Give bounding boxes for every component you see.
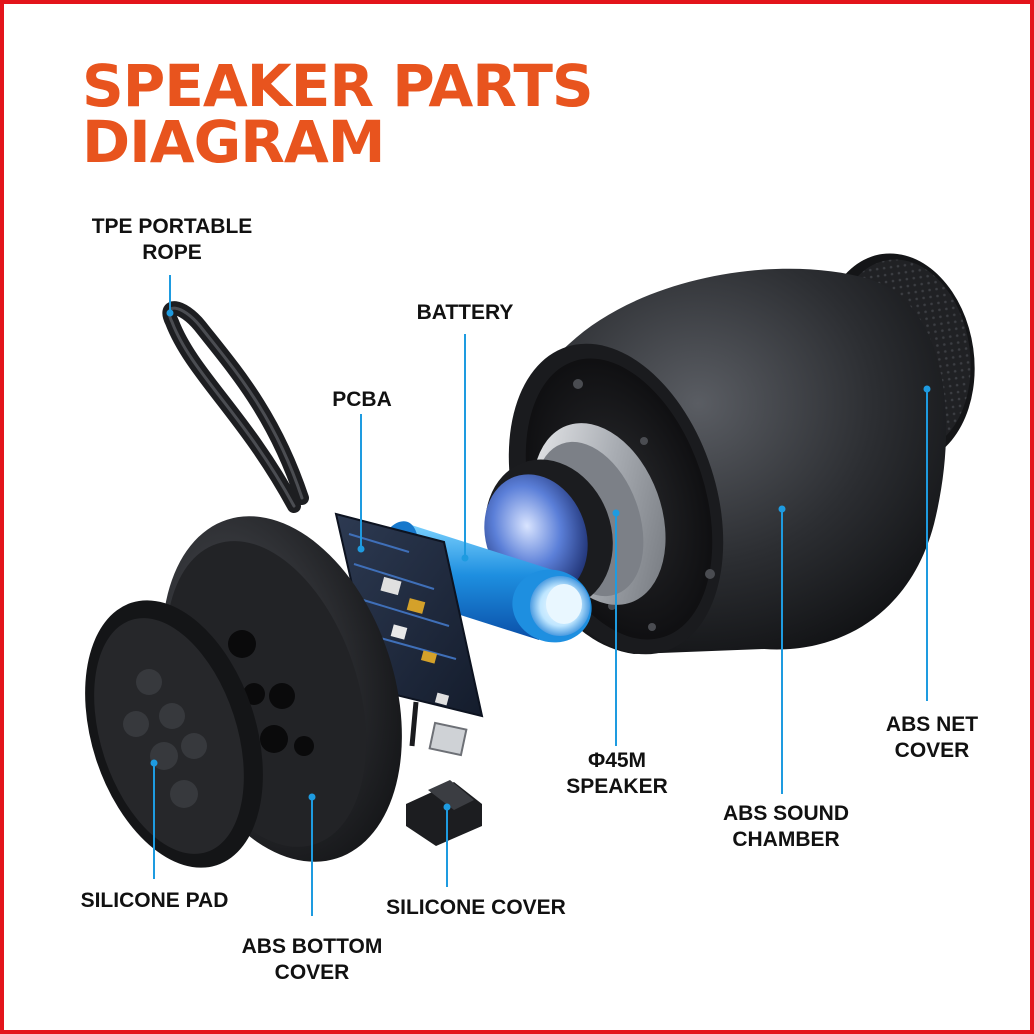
page-title: SPEAKER PARTS DIAGRAM [82, 52, 594, 176]
leader-dot-speaker [612, 509, 620, 517]
label-tpe-portable-rope: TPE PORTABLE ROPE [91, 215, 253, 264]
tpe-rope-shape [162, 301, 309, 513]
title-line-2: DIAGRAM [82, 108, 385, 176]
leader-dot-silicone-cover [443, 803, 451, 811]
label-battery: BATTERY [416, 301, 514, 324]
label-speaker: Φ45M SPEAKER [566, 749, 668, 798]
silicone-pad-shape [85, 600, 263, 868]
label-silicone-pad: SILICONE PAD [80, 889, 229, 912]
label-pcba: PCBA [332, 388, 392, 411]
leader-dot-abs-bottom-cover [308, 793, 316, 801]
label-abs-net-cover: ABS NET COVER [885, 713, 979, 762]
label-abs-sound-chamber: ABS SOUND CHAMBER [722, 802, 849, 851]
leader-dot-abs-sound-chamber [778, 505, 786, 513]
leader-dot-silicone-pad [150, 759, 158, 767]
title-line-1: SPEAKER PARTS [82, 52, 594, 120]
leader-dot-abs-net-cover [923, 385, 931, 393]
label-silicone-cover: SILICONE COVER [386, 896, 566, 919]
silicone-cover-shape [406, 780, 482, 846]
leader-dot-battery [461, 554, 469, 562]
leader-lines [150, 275, 931, 916]
leader-dot-tpe-rope [166, 309, 174, 317]
speaker-illustration [85, 253, 975, 916]
label-abs-bottom-cover: ABS BOTTOM COVER [241, 935, 383, 984]
leader-dot-pcba [357, 545, 365, 553]
